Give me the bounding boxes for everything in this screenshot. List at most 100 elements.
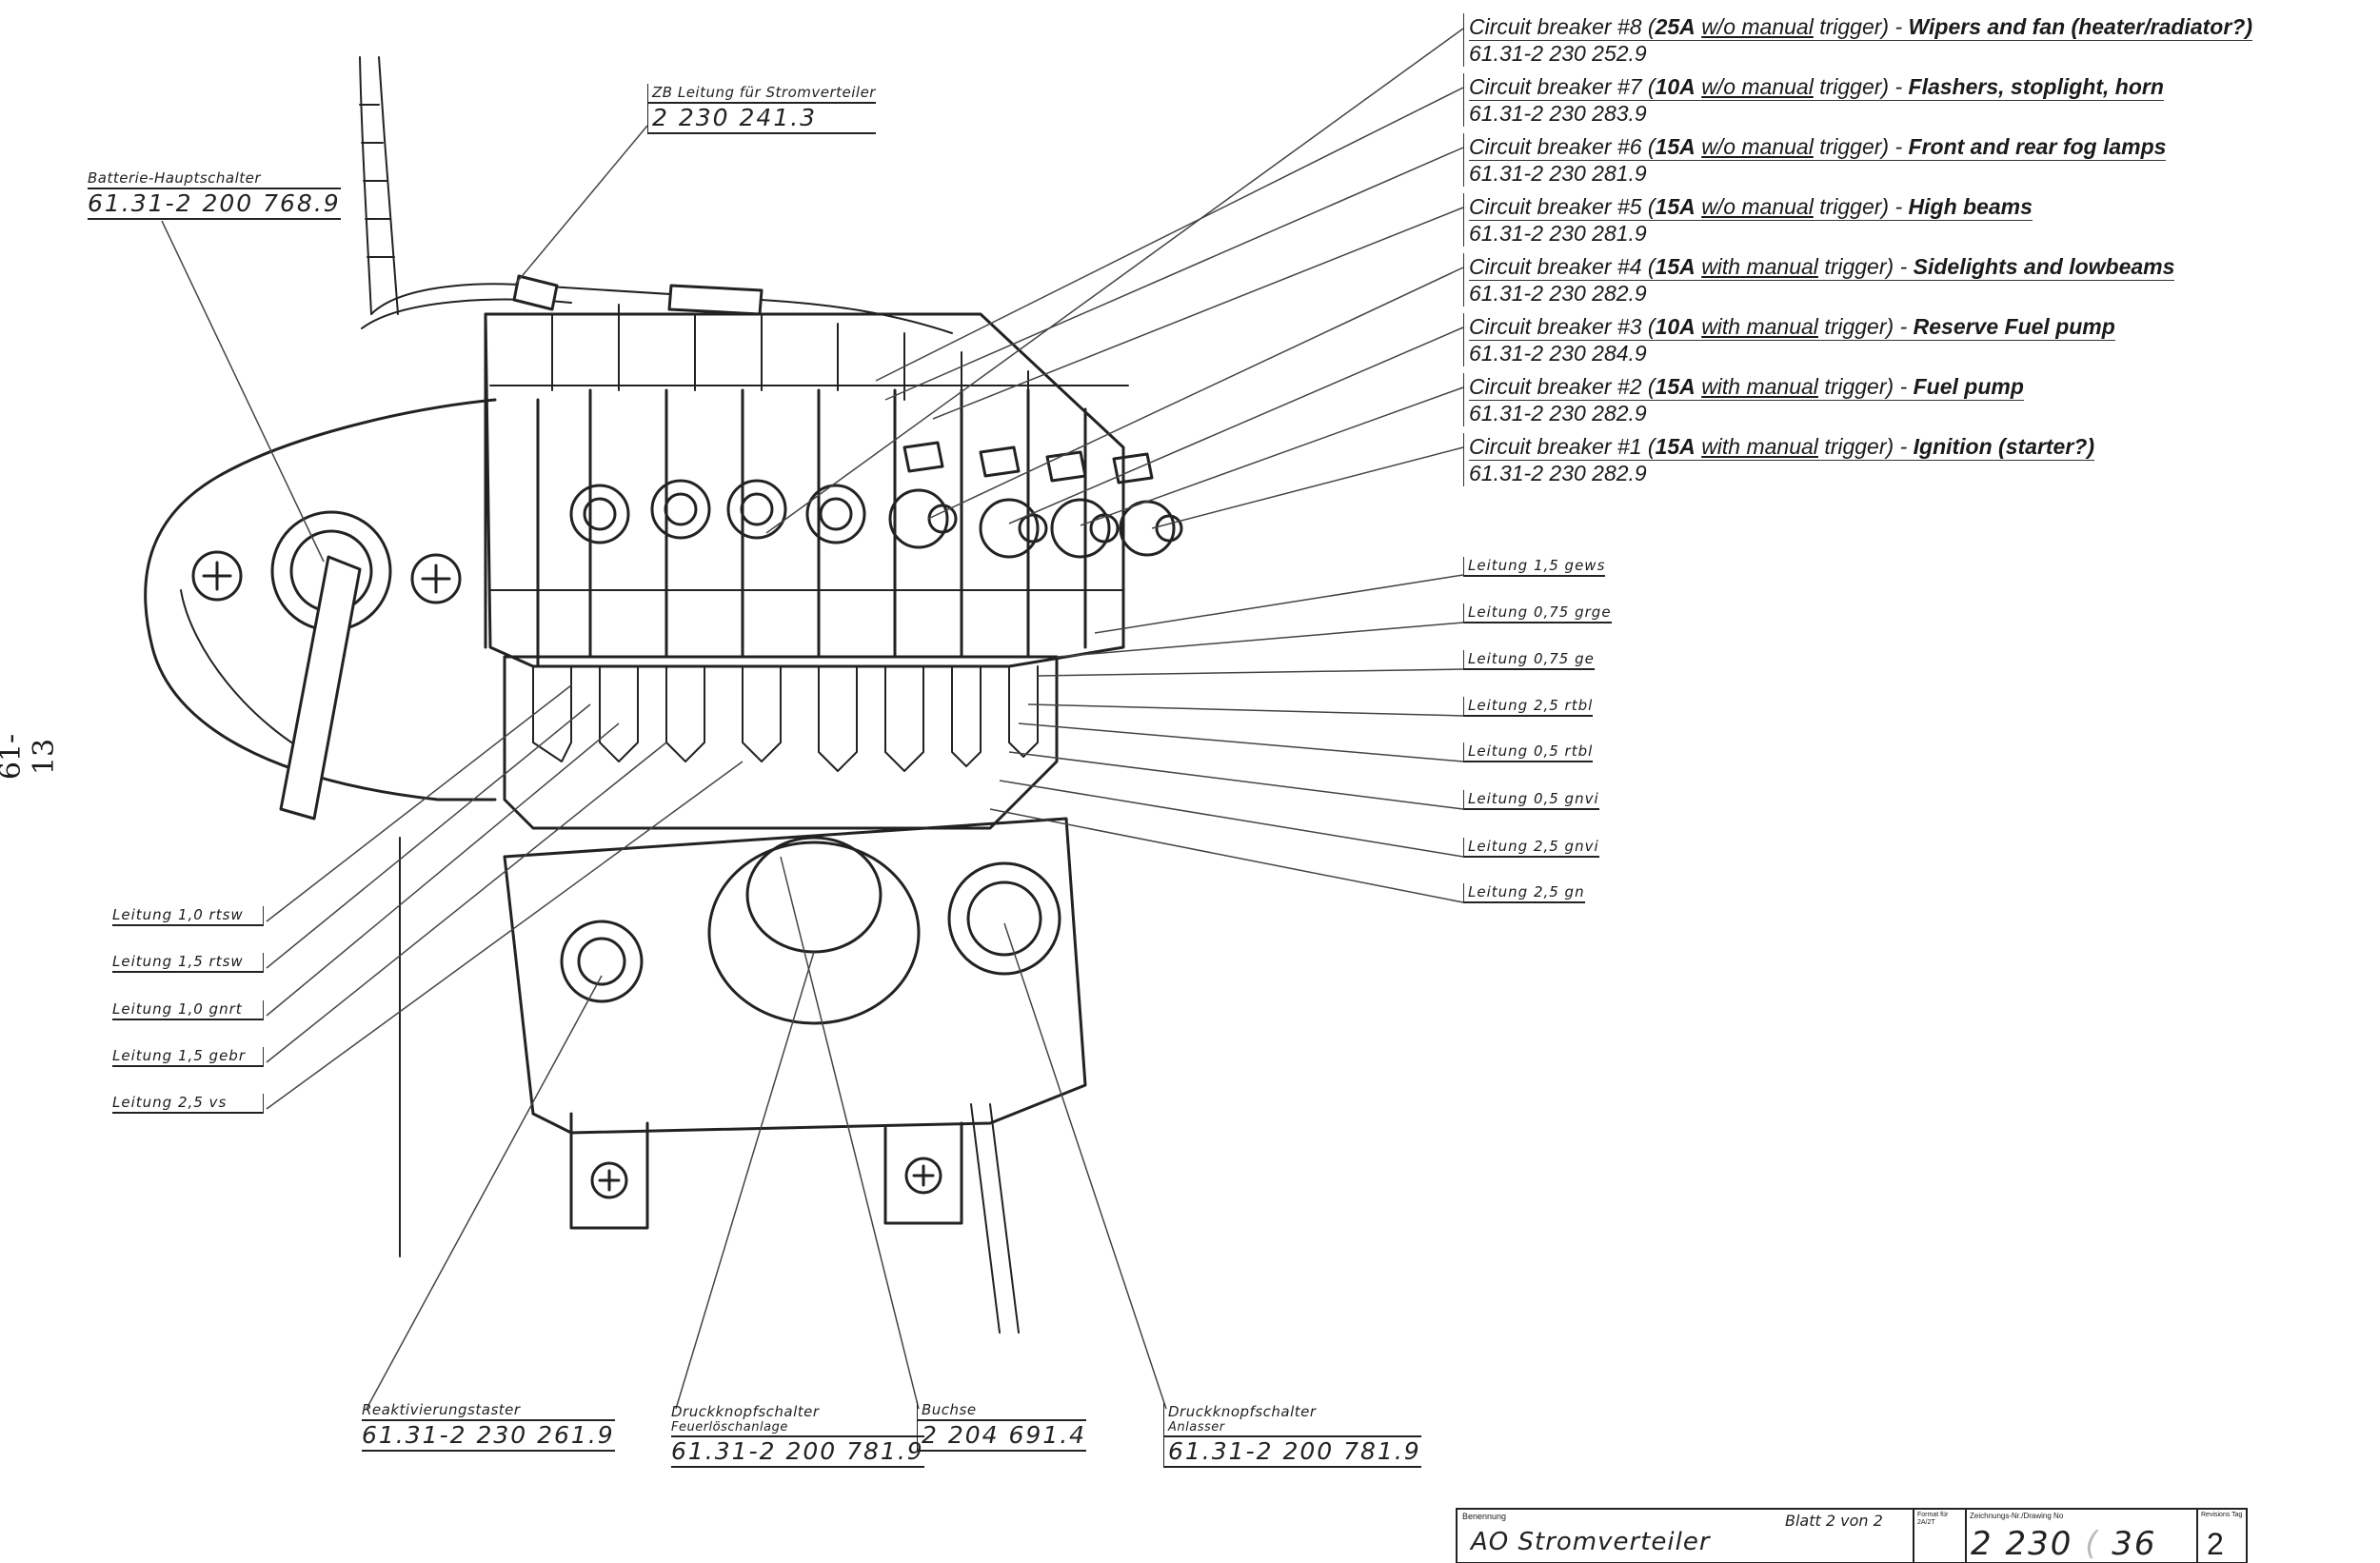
reactivation-part: 61.31-2 230 261.9 bbox=[362, 1421, 615, 1452]
breaker-part-number: 61.31-2 230 252.9 bbox=[1469, 41, 1647, 66]
wire-label: Leitung 2,5 gnvi bbox=[1463, 838, 1599, 858]
circuit-breaker-label: Circuit breaker #7 (10A w/o manual trigg… bbox=[1463, 73, 2380, 127]
breaker-function: Reserve Fuel pump bbox=[1913, 314, 2115, 339]
breaker-part-number: 61.31-2 230 281.9 bbox=[1469, 221, 1647, 246]
page-number: 61-13 bbox=[0, 733, 61, 781]
starter-switch-title: Druckknopfschalter bbox=[1163, 1403, 1421, 1420]
fire-switch-part: 61.31-2 200 781.9 bbox=[671, 1437, 924, 1468]
wire-label: Leitung 1,5 gews bbox=[1463, 557, 1606, 577]
breaker-function: Wipers and fan (heater/radiator?) bbox=[1908, 14, 2252, 39]
breaker-part-number: 61.31-2 230 283.9 bbox=[1469, 101, 1647, 126]
zb-leitung-label: ZB Leitung für Stromverteiler 2 230 241.… bbox=[647, 84, 876, 134]
starter-switch-part: 61.31-2 200 781.9 bbox=[1163, 1437, 1421, 1468]
breaker-amp: 10A bbox=[1655, 314, 1696, 339]
breaker-trigger: w/o manual bbox=[1701, 14, 1814, 39]
title-block-label-drawing: Zeichnungs-Nr./Drawing No bbox=[1970, 1512, 2064, 1520]
breaker-trigger: with manual bbox=[1701, 434, 1818, 459]
breaker-name: Circuit breaker #6 bbox=[1469, 134, 1642, 159]
title-block-drawing-number: 2 230 ( 36 bbox=[1971, 1525, 2157, 1563]
breaker-function: Ignition (starter?) bbox=[1913, 434, 2095, 459]
breaker-trigger: with manual bbox=[1701, 374, 1818, 399]
fire-extinguisher-switch-label: Druckknopfschalter Feuerlöschanlage 61.3… bbox=[671, 1403, 924, 1468]
breaker-amp: 10A bbox=[1655, 74, 1696, 99]
breaker-part-number: 61.31-2 230 282.9 bbox=[1469, 461, 1647, 485]
wire-label: Leitung 0,75 grge bbox=[1463, 603, 1612, 623]
title-block-name: AO Stromverteiler bbox=[1471, 1528, 1711, 1556]
breaker-function: High beams bbox=[1908, 194, 2033, 219]
breaker-trigger: w/o manual bbox=[1701, 194, 1814, 219]
breaker-name: Circuit breaker #4 bbox=[1469, 254, 1642, 279]
starter-switch-subtitle: Anlasser bbox=[1163, 1420, 1421, 1437]
circuit-breaker-label: Circuit breaker #3 (10A with manual trig… bbox=[1463, 313, 2380, 366]
breaker-function: Front and rear fog lamps bbox=[1908, 134, 2167, 159]
breaker-function: Flashers, stoplight, horn bbox=[1908, 74, 2164, 99]
breaker-trigger-suffix: trigger bbox=[1824, 374, 1887, 399]
circuit-breaker-label: Circuit breaker #6 (15A w/o manual trigg… bbox=[1463, 133, 2380, 187]
wire-label: Leitung 2,5 gn bbox=[1463, 883, 1585, 903]
wire-label: Leitung 0,5 gnvi bbox=[1463, 790, 1599, 810]
socket-label: Buchse 2 204 691.4 bbox=[917, 1401, 1087, 1452]
fire-switch-subtitle: Feuerlöschanlage bbox=[671, 1420, 924, 1437]
breaker-trigger: with manual bbox=[1701, 254, 1818, 279]
breaker-part-number: 61.31-2 230 282.9 bbox=[1469, 281, 1647, 306]
wire-label: Leitung 1,0 rtsw bbox=[112, 906, 264, 926]
socket-part: 2 204 691.4 bbox=[917, 1421, 1087, 1452]
circuit-breaker-label: Circuit breaker #8 (25A w/o manual trigg… bbox=[1463, 13, 2380, 67]
title-block-label-benennung: Benennung bbox=[1462, 1512, 1507, 1521]
breaker-trigger-suffix: trigger bbox=[1824, 254, 1887, 279]
title-block-revision: 2 bbox=[2207, 1527, 2224, 1561]
wire-label: Leitung 2,5 rtbl bbox=[1463, 697, 1594, 717]
breaker-amp: 25A bbox=[1655, 14, 1696, 39]
drawing-number-tail: 36 bbox=[2112, 1525, 2157, 1563]
breaker-trigger-suffix: trigger bbox=[1819, 74, 1882, 99]
breaker-trigger-suffix: trigger bbox=[1819, 134, 1882, 159]
wire-label: Leitung 0,75 ge bbox=[1463, 650, 1595, 670]
drawing-number-main: 2 230 bbox=[1971, 1525, 2073, 1563]
socket-title: Buchse bbox=[917, 1401, 1087, 1421]
breaker-name: Circuit breaker #5 bbox=[1469, 194, 1642, 219]
circuit-breaker-label: Circuit breaker #4 (15A with manual trig… bbox=[1463, 253, 2380, 307]
breaker-trigger: w/o manual bbox=[1701, 134, 1814, 159]
breaker-part-number: 61.31-2 230 282.9 bbox=[1469, 401, 1647, 425]
wire-label: Leitung 1,0 gnrt bbox=[112, 1000, 264, 1020]
breaker-amp: 15A bbox=[1655, 374, 1696, 399]
breaker-name: Circuit breaker #8 bbox=[1469, 14, 1642, 39]
circuit-breaker-label: Circuit breaker #2 (15A with manual trig… bbox=[1463, 373, 2380, 426]
zb-leitung-part: 2 230 241.3 bbox=[647, 104, 876, 134]
starter-switch-label: Druckknopfschalter Anlasser 61.31-2 200 … bbox=[1163, 1403, 1421, 1468]
breaker-name: Circuit breaker #7 bbox=[1469, 74, 1642, 99]
breaker-trigger-suffix: trigger bbox=[1824, 434, 1887, 459]
breaker-trigger-suffix: trigger bbox=[1819, 14, 1882, 39]
circuit-breaker-label: Circuit breaker #5 (15A w/o manual trigg… bbox=[1463, 193, 2380, 247]
breaker-trigger: w/o manual bbox=[1701, 74, 1814, 99]
breaker-part-number: 61.31-2 230 284.9 bbox=[1469, 341, 1647, 366]
wire-label: Leitung 1,5 rtsw bbox=[112, 953, 264, 973]
battery-switch-label: Batterie-Hauptschalter 61.31-2 200 768.9 bbox=[88, 169, 341, 220]
wire-label: Leitung 1,5 gebr bbox=[112, 1047, 264, 1067]
battery-switch-title: Batterie-Hauptschalter bbox=[88, 169, 341, 189]
breaker-trigger: with manual bbox=[1701, 314, 1818, 339]
breaker-amp: 15A bbox=[1655, 194, 1696, 219]
wire-label: Leitung 2,5 vs bbox=[112, 1094, 264, 1114]
title-block-sheet: Blatt 2 von 2 bbox=[1785, 1512, 1883, 1530]
breaker-trigger-suffix: trigger bbox=[1824, 314, 1887, 339]
breaker-amp: 15A bbox=[1655, 434, 1696, 459]
title-block-label-format: Format für 2A/2T bbox=[1917, 1512, 1949, 1526]
wire-label: Leitung 0,5 rtbl bbox=[1463, 742, 1594, 762]
title-block-label-rev: Revisions Tag bbox=[2201, 1512, 2243, 1518]
breaker-function: Fuel pump bbox=[1913, 374, 2024, 399]
breaker-amp: 15A bbox=[1655, 134, 1696, 159]
breaker-name: Circuit breaker #2 bbox=[1469, 374, 1642, 399]
reactivation-button-label: Reaktivierungstaster 61.31-2 230 261.9 bbox=[362, 1401, 615, 1452]
breaker-part-number: 61.31-2 230 281.9 bbox=[1469, 161, 1647, 186]
zb-leitung-title: ZB Leitung für Stromverteiler bbox=[647, 84, 876, 104]
fire-switch-title: Druckknopfschalter bbox=[671, 1403, 820, 1420]
breaker-amp: 15A bbox=[1655, 254, 1696, 279]
battery-switch-part: 61.31-2 200 768.9 bbox=[88, 189, 341, 220]
breaker-function: Sidelights and lowbeams bbox=[1913, 254, 2175, 279]
breaker-name: Circuit breaker #3 bbox=[1469, 314, 1642, 339]
reactivation-title: Reaktivierungstaster bbox=[362, 1401, 615, 1421]
circuit-breaker-label: Circuit breaker #1 (15A with manual trig… bbox=[1463, 433, 2380, 486]
breaker-trigger-suffix: trigger bbox=[1819, 194, 1882, 219]
